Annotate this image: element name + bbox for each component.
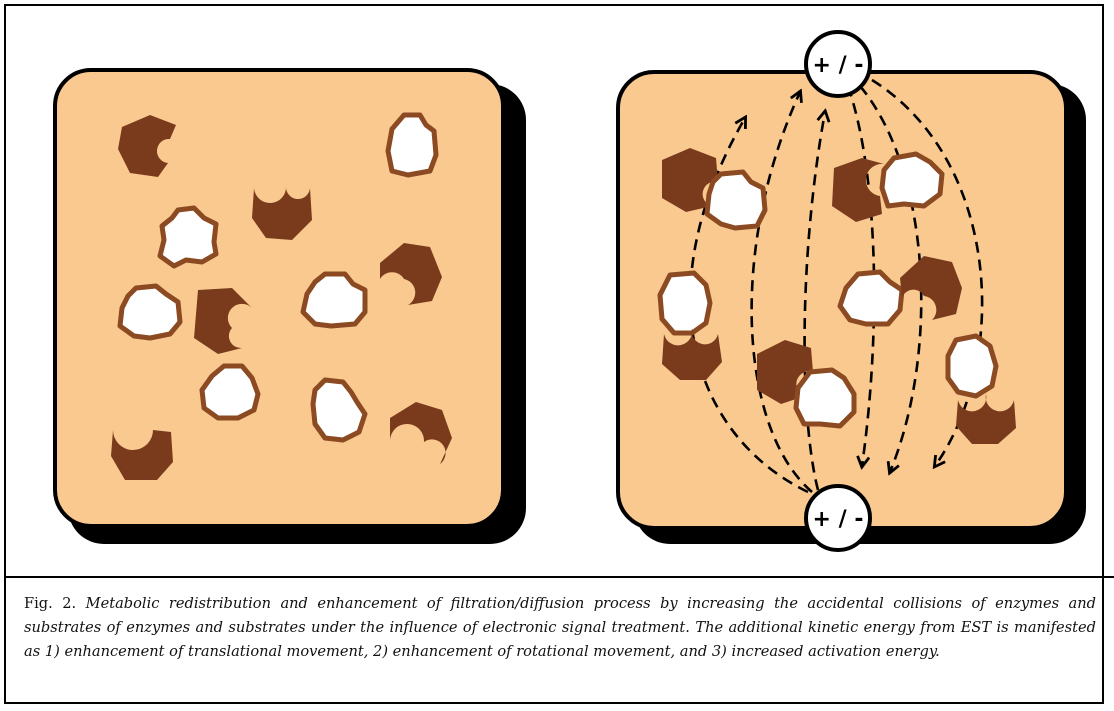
substrate-shape [660,273,710,333]
substrate-shape [882,154,942,206]
pole-top-label: + / - [813,53,864,78]
figure-caption: Fig. 2. Metabolic redistribution and enh… [24,592,1096,664]
caption-divider [4,576,1114,578]
caption-label: Fig. 2. [24,595,76,612]
figure-diagram: + / - + / - [0,0,1114,576]
pole-bottom-label: + / - [813,507,864,532]
substrate-shape [796,370,854,426]
substrate-shape [388,115,436,175]
caption-text: Metabolic redistribution and enhancement… [24,595,1096,660]
pole-top: + / - [806,32,870,96]
pole-bottom: + / - [806,486,870,550]
substrate-shape [948,336,996,396]
